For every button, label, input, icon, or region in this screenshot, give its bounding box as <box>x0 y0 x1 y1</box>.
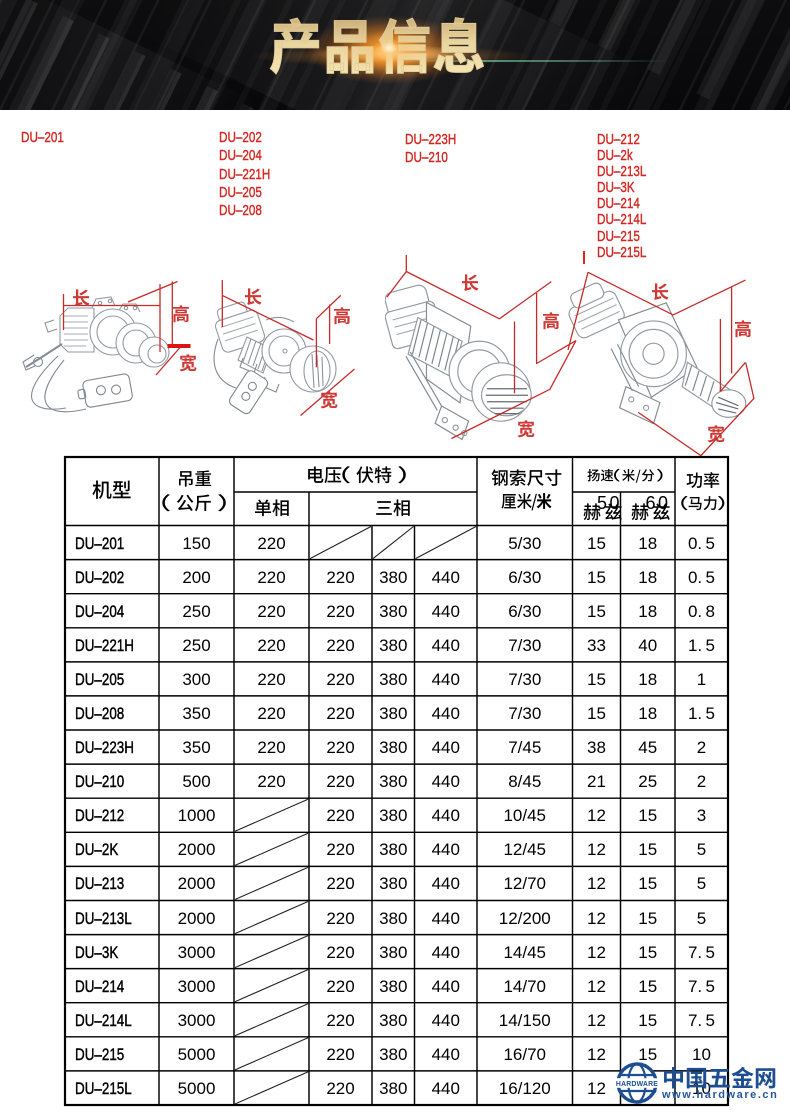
svg-text:HARDWARE: HARDWARE <box>616 1081 658 1088</box>
